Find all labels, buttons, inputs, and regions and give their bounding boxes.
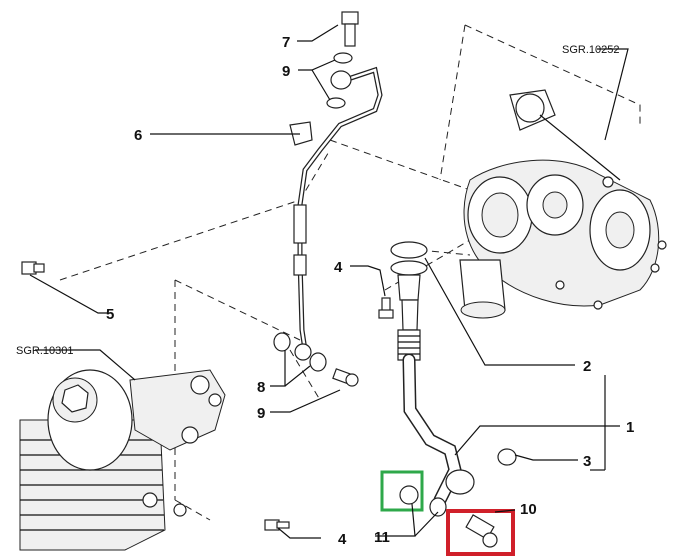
callout-11: 11 [374,529,390,546]
turbo-ref-label: SGR.10252 [562,44,619,56]
callout-5: 5 [106,306,114,323]
callout-3: 3 [583,453,591,470]
oil-return-pipe [390,241,475,517]
callout-6: 6 [134,127,142,144]
bolt-5 [21,261,45,275]
oil-filter-ref-label: SGR.10301 [16,345,73,357]
oil-feed-pipe [289,66,383,361]
banjo-bolt-top [326,11,359,109]
callout-2: 2 [583,358,591,375]
callout-4-lower: 4 [338,531,347,548]
callout-4-upper: 4 [334,259,343,276]
leader-lines [29,24,629,539]
turbocharger-assembly [459,89,667,319]
lower-washers [273,332,359,387]
green-highlight-box [380,470,424,512]
callout-10: 10 [520,501,537,518]
callout-9-lower: 9 [257,405,265,422]
oil-filter-assembly [19,369,226,551]
washer-11 [399,485,419,505]
callout-8: 8 [257,379,265,396]
bolt-10 [465,514,498,548]
callout-1: 1 [626,419,634,436]
callout-9-top: 9 [282,63,290,80]
callout-7: 7 [282,34,290,51]
red-highlight-box [446,509,515,556]
bolt-4 [264,297,394,531]
washer-3 [497,448,517,466]
